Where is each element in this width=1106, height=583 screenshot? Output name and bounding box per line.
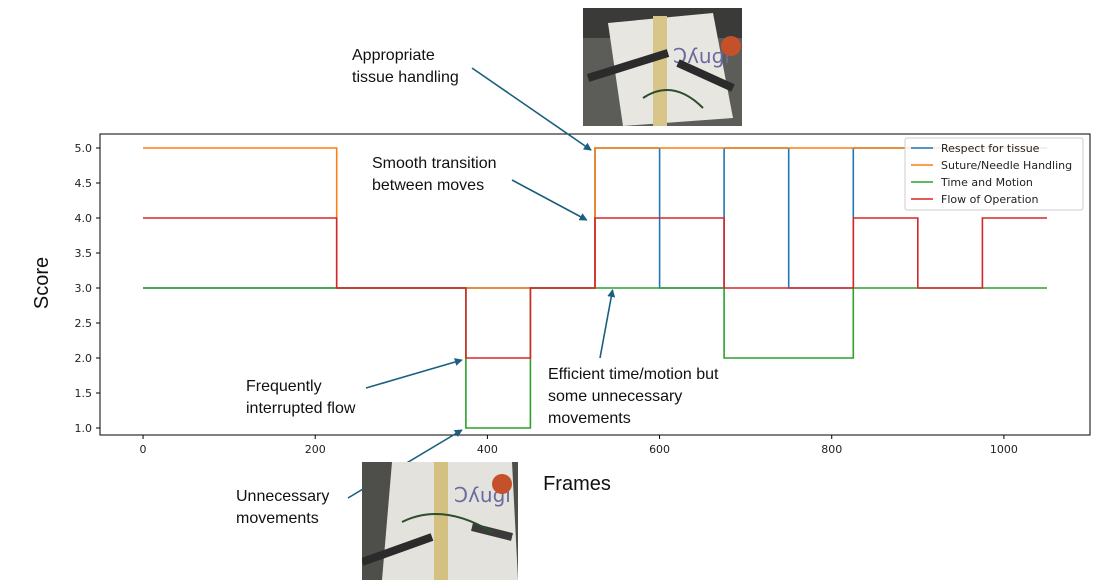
annotation-efficient-time-motion: Efficient time/motion but some unnecessa…: [548, 366, 719, 427]
y-tick-label: 2.5: [75, 317, 93, 330]
annotation-appropriate-tissue-handling: Appropriate tissue handling: [352, 47, 459, 86]
annotation-frequently-interrupted-flow: Frequently interrupted flow: [246, 378, 356, 417]
series-line-flow-of-operation: [143, 217, 1047, 359]
x-tick-label: 200: [305, 443, 326, 456]
annotation-arrow-efficient: [599, 289, 616, 359]
legend-entry: Suture/Needle Handling: [941, 159, 1072, 172]
annotation-smooth-transition: Smooth transition between moves: [372, 155, 497, 194]
y-tick-label: 3.0: [75, 282, 93, 295]
legend-entry: Flow of Operation: [941, 193, 1038, 206]
y-tick-label: 5.0: [75, 142, 93, 155]
x-tick-label: 0: [140, 443, 147, 456]
y-tick-label: 2.0: [75, 352, 93, 365]
x-tick-label: 800: [821, 443, 842, 456]
surgical-frame-image-bottom: Ɔʎuɡı: [362, 462, 518, 580]
annotation-arrow-tissue: [471, 67, 592, 151]
legend-entry: Time and Motion: [940, 176, 1033, 189]
annotation-arrow-interrupted: [365, 358, 463, 389]
chart-marks: [143, 147, 1047, 429]
surgical-frame-image-top: Ɔʎuɡı: [583, 8, 742, 126]
y-axis-label: Score: [31, 257, 53, 309]
annotation-unnecessary-movements: Unnecessary movements: [236, 488, 330, 527]
x-tick-label: 600: [649, 443, 670, 456]
y-tick-label: 3.5: [75, 247, 93, 260]
annotation-arrow-smooth: [511, 179, 588, 221]
y-tick-label: 1.0: [75, 422, 93, 435]
x-axis-label: Frames: [543, 473, 611, 495]
series-line-suture-needle-handling: [143, 147, 1047, 289]
legend-box: [904, 137, 1084, 211]
x-tick-label: 400: [477, 443, 498, 456]
chart-axes: 0 200 400 600 800 1000 1.0 1.5 2.0 2.5 3.0 3.5 4.0 4.…: [75, 133, 1091, 456]
plot-frame: [99, 133, 1091, 436]
y-tick-label: 1.5: [75, 387, 93, 400]
y-tick-label: 4.0: [75, 212, 93, 225]
legend-entry: Respect for tissue: [941, 142, 1040, 155]
x-tick-label: 1000: [990, 443, 1018, 456]
y-tick-label: 4.5: [75, 177, 93, 190]
annotation-arrows: [347, 67, 616, 499]
